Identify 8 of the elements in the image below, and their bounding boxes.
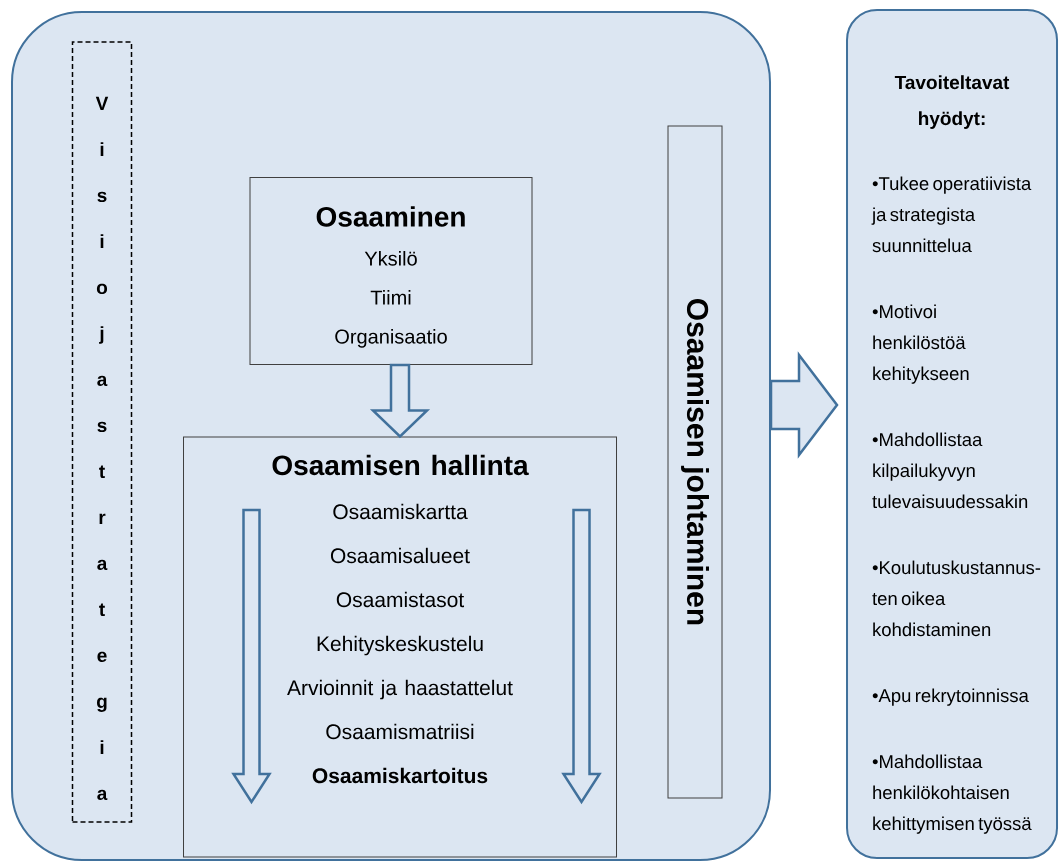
block-arrow	[769, 351, 839, 459]
vertical-box: Osaamisen johtaminen	[667, 125, 723, 799]
benefits-panel: Tavoiteltavat hyödyt: •Tukee operatiivista ja strategista suunnittelua •Motivoi henkilöstöä kehitykseen •Mahdollistaa kilpailukyvyn tulevaisuudessakin •Koulutuskustannus-ten oikea kohdistaminen •Apu rekrytoinnissa •Mahdollistaa henkilökohtaisen kehittymisen työssä	[846, 9, 1058, 859]
process-box: Osaaminen Yksilö Tiimi Organisaatio	[249, 177, 533, 365]
rounded-panel	[11, 11, 771, 861]
block-arrow	[369, 363, 431, 439]
process-box: Osaamisen hallinta Osaamiskartta Osaamisalueet Osaamistasot Kehityskeskustelu Arvioinnit ja haastattelut Osaamismatriisi Osaamiskartoitus	[183, 436, 617, 858]
dashed-box: Visio ja strategia	[71, 41, 133, 823]
